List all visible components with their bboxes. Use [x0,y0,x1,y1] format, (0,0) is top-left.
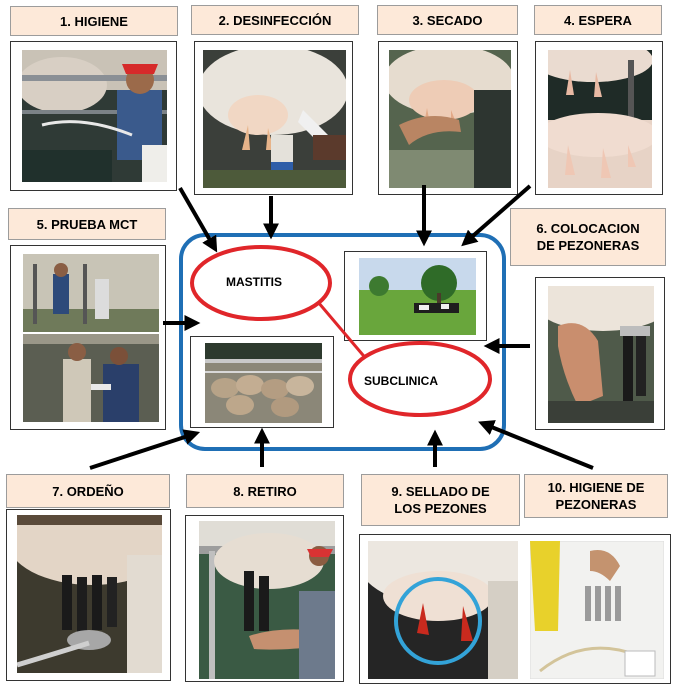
step-3-label: 3. SECADO [377,5,518,35]
photo-prueba-mct [10,245,166,430]
photo-sellado-higiene [359,534,671,684]
mastitis-central-box [179,233,506,451]
step-2-label: 2. DESINFECCIÓN [191,5,359,35]
step-1-label: 1. HIGIENE [10,6,178,36]
photo-pasture [344,251,487,341]
arrow-step-7 [89,429,201,470]
arrow-step-1 [178,187,218,253]
step-7-label: 7. ORDEÑO [6,474,170,508]
step-8-label: 8. RETIRO [186,474,344,508]
photo-cattle-pen [190,336,334,428]
photo-secado [378,41,518,195]
photo-higiene [10,41,177,191]
photo-colocacion-pezoneras [535,277,665,430]
subclinica-oval [348,341,492,417]
step-4-label: 4. ESPERA [534,5,662,35]
photo-retiro [185,515,344,682]
oval-connector [316,301,370,362]
step-9-label: 9. SELLADO DE LOS PEZONES [361,474,520,526]
photo-espera [535,41,663,195]
subclinica-label: SUBCLINICA [364,374,438,388]
photo-ordeno [6,509,171,681]
mastitis-label: MASTITIS [226,275,282,289]
step-5-label: 5. PRUEBA MCT [8,208,166,240]
arrow-step-4 [461,184,532,247]
arrow-step-10 [478,420,594,470]
photo-desinfeccion [194,41,353,195]
step-6-label: 6. COLOCACION DE PEZONERAS [510,208,666,266]
mastitis-oval [190,245,332,321]
step-10-label: 10. HIGIENE DE PEZONERAS [524,474,668,518]
